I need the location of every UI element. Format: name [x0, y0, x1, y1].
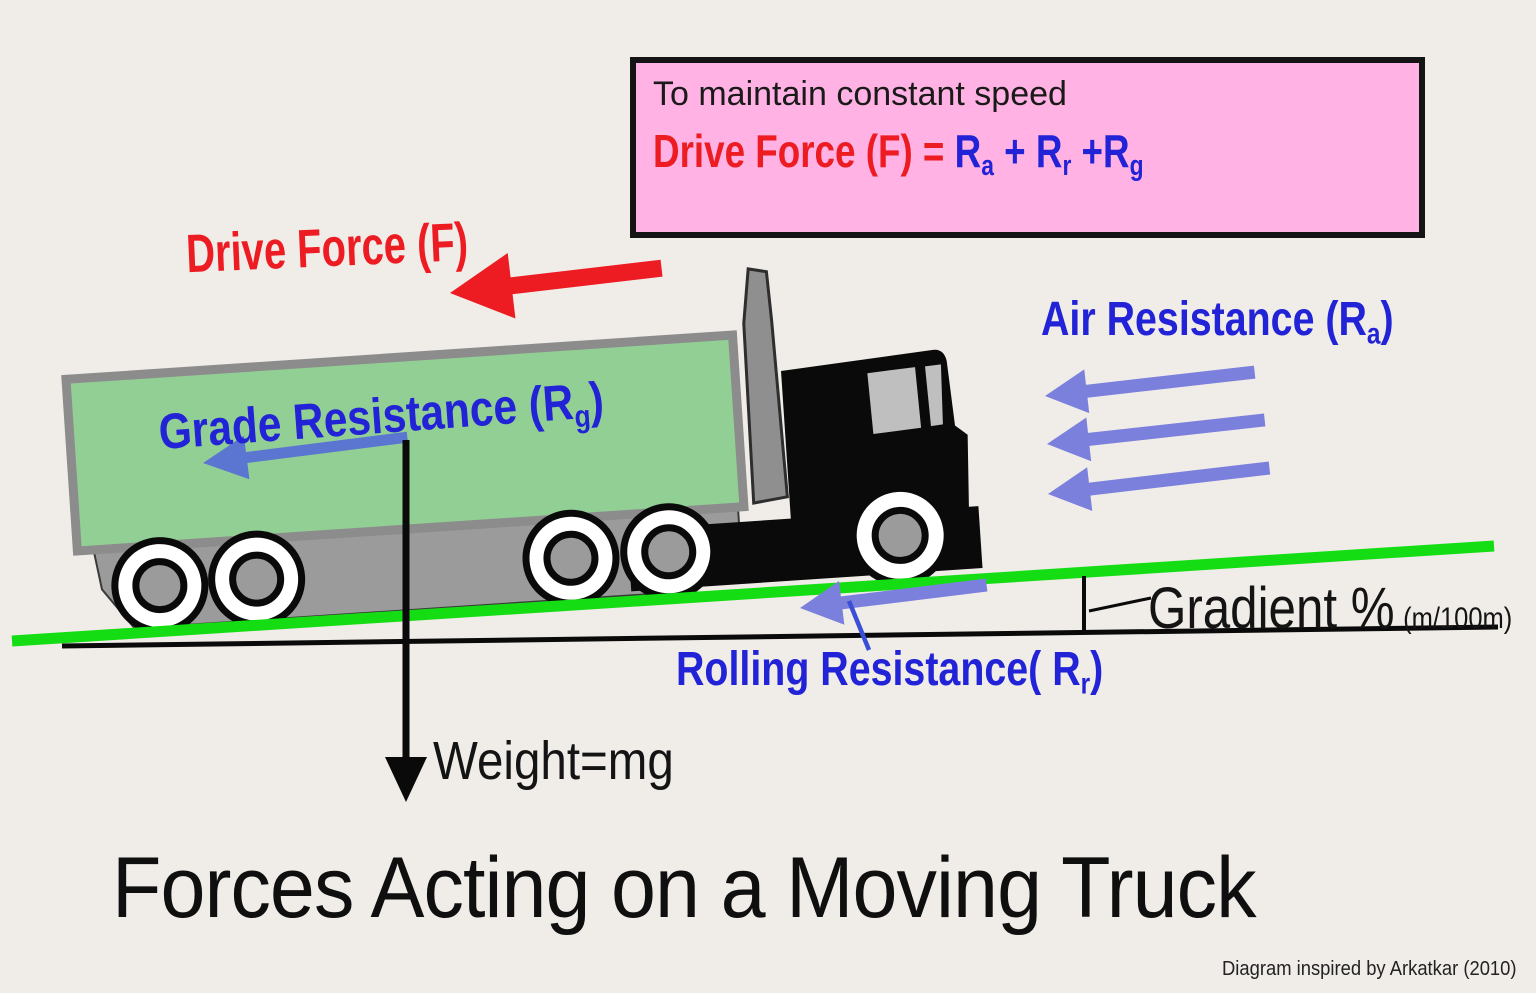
air-resistance-arrows [1045, 365, 1271, 511]
formula-rhs: Ra + Rr +Rg [954, 124, 1144, 182]
gradient-unit: (m/100m) [1403, 602, 1513, 635]
air-resistance-arrow-3 [1048, 461, 1271, 511]
cab-side-window [925, 364, 943, 427]
air-resistance-arrow-1 [1045, 365, 1256, 414]
air-resistance-label: Air Resistance (Ra) [1041, 293, 1394, 351]
wheel [522, 509, 620, 607]
page-title: Forces Acting on a Moving Truck [112, 840, 1256, 936]
weight-arrow [385, 440, 427, 802]
gradient-angle-marker [1082, 576, 1152, 634]
rolling-resistance-pointer-line [846, 600, 872, 651]
drive-force-arrow [450, 252, 663, 319]
wheel [208, 530, 306, 628]
exhaust-stack [742, 267, 789, 505]
credit-text: Diagram inspired by Arkatkar (2010) [1222, 958, 1517, 980]
rolling-resistance-label: Rolling Resistance( Rr) [676, 643, 1104, 701]
info-box-line1: To maintain constant speed [653, 75, 1067, 113]
road-baseline [61, 624, 1499, 649]
grade-resistance-arrow [203, 431, 409, 480]
rolling-resistance-arrow [800, 578, 988, 625]
gradient-label: Gradient %(m/100m) [1148, 576, 1513, 641]
info-box-formula: Drive Force (F) = Ra + Rr +Rg [653, 122, 1419, 182]
cab-window [867, 367, 922, 434]
wheel [849, 484, 951, 586]
air-resistance-arrow-2 [1047, 413, 1266, 462]
formula-lhs: Drive Force (F) = [653, 124, 955, 177]
wheel [620, 503, 718, 601]
weight-label: Weight=mg [433, 731, 674, 791]
wheel [111, 537, 209, 635]
slope-line [11, 540, 1495, 647]
formula-info-box: To maintain constant speed Drive Force (… [630, 57, 1425, 238]
